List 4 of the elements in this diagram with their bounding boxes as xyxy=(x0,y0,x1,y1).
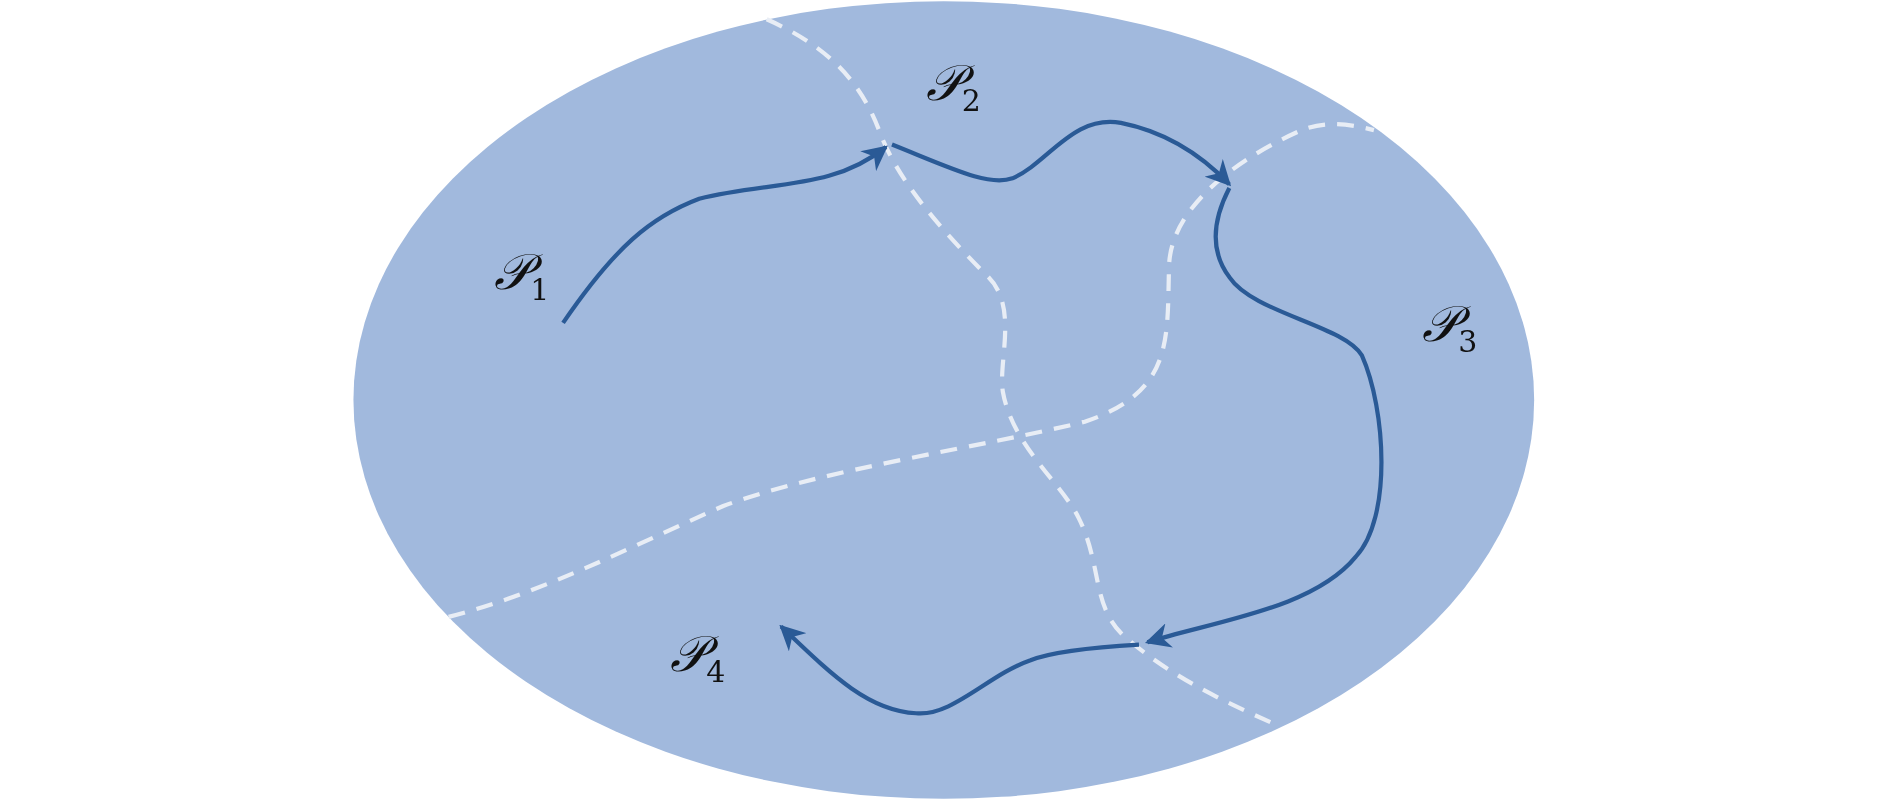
region-label: 𝒫$_{2}$ xyxy=(925,57,981,116)
region-label: 𝒫$_{4}$ xyxy=(670,629,726,688)
region-label: 𝒫$_{1}$ xyxy=(494,247,550,306)
region-label: 𝒫$_{3}$ xyxy=(1422,298,1478,357)
